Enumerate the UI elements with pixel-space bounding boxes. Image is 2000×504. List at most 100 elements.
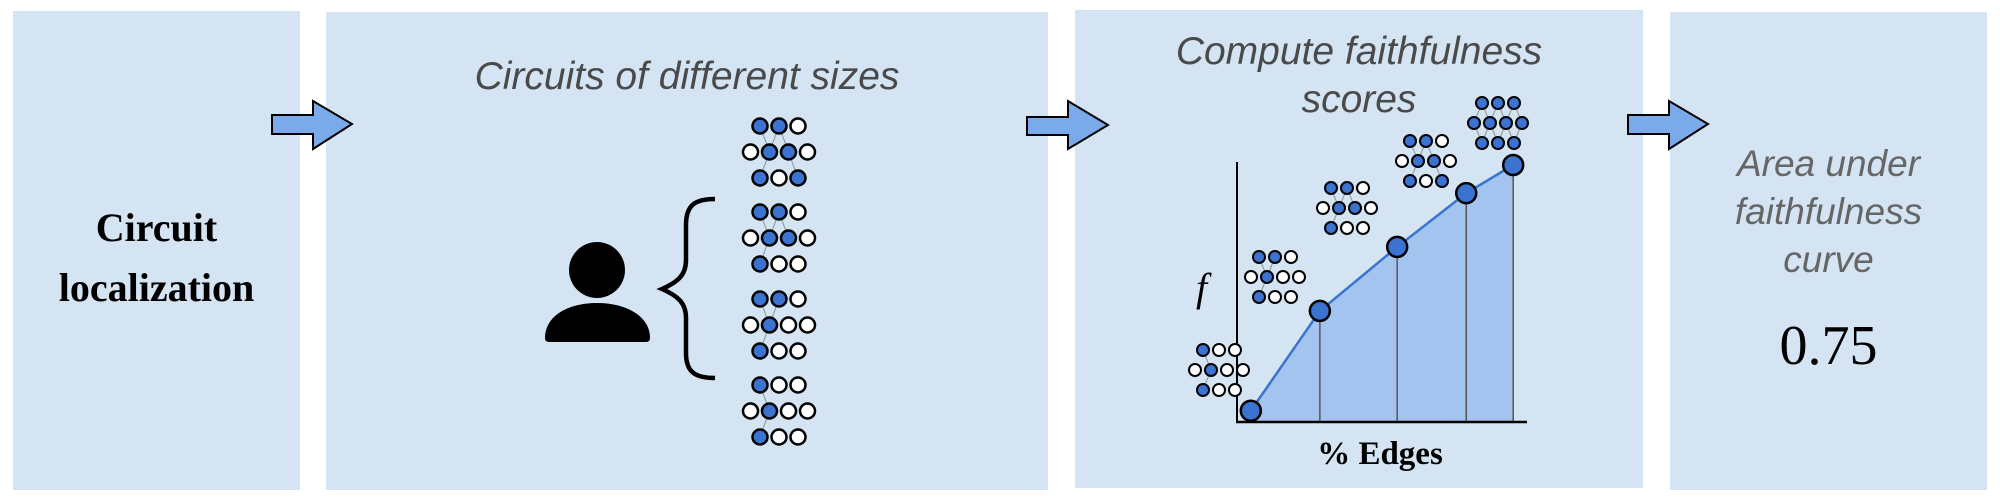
- active-node: [760, 316, 779, 334]
- data-points: [1239, 153, 1525, 423]
- active-node: [1515, 116, 1529, 130]
- circuit-icon: [1244, 250, 1306, 304]
- circuit-icon: [741, 290, 817, 360]
- active-node: [1475, 96, 1489, 110]
- active-node: [1427, 154, 1441, 168]
- inactive-node: [1236, 363, 1250, 377]
- active-node: [1348, 201, 1362, 215]
- inactive-node: [1435, 134, 1449, 148]
- active-node: [1332, 201, 1346, 215]
- active-node: [760, 143, 779, 161]
- inactive-node: [770, 428, 788, 446]
- circuit-icon: [1467, 96, 1529, 150]
- inactive-node: [770, 255, 788, 273]
- faithfulness-title: Compute faithfulness scores: [1075, 28, 1643, 124]
- inactive-node: [770, 169, 788, 187]
- inactive-node: [741, 143, 760, 161]
- active-node: [1340, 181, 1354, 195]
- inactive-node: [798, 316, 817, 334]
- arrow-right-icon: [1627, 99, 1710, 151]
- y-axis-label: f: [1196, 265, 1208, 310]
- inactive-node: [1356, 221, 1370, 235]
- area-title-line2: faithfulness: [1734, 191, 1923, 232]
- inactive-node: [1188, 363, 1202, 377]
- area-title-line3: curve: [1783, 239, 1874, 280]
- circuit-icon: [741, 376, 817, 446]
- inactive-node: [1228, 343, 1242, 357]
- inactive-node: [789, 255, 807, 273]
- active-node: [770, 203, 788, 221]
- active-node: [1204, 363, 1218, 377]
- active-node: [751, 376, 769, 394]
- active-node: [1467, 116, 1481, 130]
- active-node: [1507, 136, 1521, 150]
- active-node: [760, 402, 779, 420]
- active-node: [1435, 174, 1449, 188]
- arrow-right-icon: [1026, 99, 1110, 151]
- active-node: [751, 428, 769, 446]
- active-node: [1507, 96, 1521, 110]
- circuit-stack: [741, 117, 817, 446]
- active-node: [1324, 221, 1338, 235]
- x-axis-label: % Edges: [1317, 436, 1443, 472]
- inactive-node: [1292, 270, 1306, 284]
- active-node: [751, 290, 769, 308]
- title-text: Circuit localization: [58, 205, 255, 310]
- inactive-node: [789, 376, 807, 394]
- area-panel: [1670, 12, 1987, 490]
- active-node: [1252, 250, 1266, 264]
- inactive-node: [1284, 290, 1298, 304]
- circuit-icon: [741, 117, 817, 187]
- active-node: [1196, 383, 1210, 397]
- inactive-node: [798, 229, 817, 247]
- active-node: [751, 203, 769, 221]
- curly-brace-icon: [656, 196, 716, 381]
- inactive-node: [789, 342, 807, 360]
- inactive-node: [789, 428, 807, 446]
- inactive-node: [770, 342, 788, 360]
- active-node: [770, 290, 788, 308]
- data-point: [1385, 235, 1409, 259]
- active-node: [1411, 154, 1425, 168]
- active-node: [779, 143, 798, 161]
- active-node: [760, 229, 779, 247]
- inactive-node: [1340, 221, 1354, 235]
- active-node: [1324, 181, 1338, 195]
- inactive-node: [1395, 154, 1409, 168]
- active-node: [751, 117, 769, 135]
- circuit-localization-title: Circuit localization: [13, 198, 300, 318]
- active-node: [1499, 116, 1513, 130]
- inactive-node: [798, 402, 817, 420]
- inactive-node: [1276, 270, 1290, 284]
- circuit-icon: [741, 203, 817, 273]
- active-node: [770, 117, 788, 135]
- person-icon: [545, 242, 650, 342]
- circuit-localization-panel: [13, 11, 300, 490]
- point-circuits: [1188, 96, 1529, 397]
- inactive-node: [779, 316, 798, 334]
- active-node: [1260, 270, 1274, 284]
- inactive-node: [1419, 174, 1433, 188]
- inactive-node: [789, 290, 807, 308]
- area-under-curve: [1250, 165, 1514, 421]
- inactive-node: [770, 376, 788, 394]
- inactive-node: [1212, 383, 1226, 397]
- data-point: [1501, 153, 1525, 177]
- inactive-node: [1443, 154, 1457, 168]
- area-title-line1: Area under: [1736, 143, 1921, 184]
- active-node: [1419, 134, 1433, 148]
- circuit-icon: [1395, 134, 1457, 188]
- inactive-node: [741, 316, 760, 334]
- active-node: [1491, 136, 1505, 150]
- faithfulness-chart: [1188, 96, 1529, 424]
- circuit-icon: [1316, 181, 1378, 235]
- active-node: [1403, 174, 1417, 188]
- inactive-node: [1356, 181, 1370, 195]
- active-node: [751, 255, 769, 273]
- active-node: [1491, 96, 1505, 110]
- active-node: [1475, 136, 1489, 150]
- faithfulness-title-line2: scores: [1301, 78, 1417, 121]
- active-node: [1483, 116, 1497, 130]
- drop-lines: [1319, 165, 1514, 421]
